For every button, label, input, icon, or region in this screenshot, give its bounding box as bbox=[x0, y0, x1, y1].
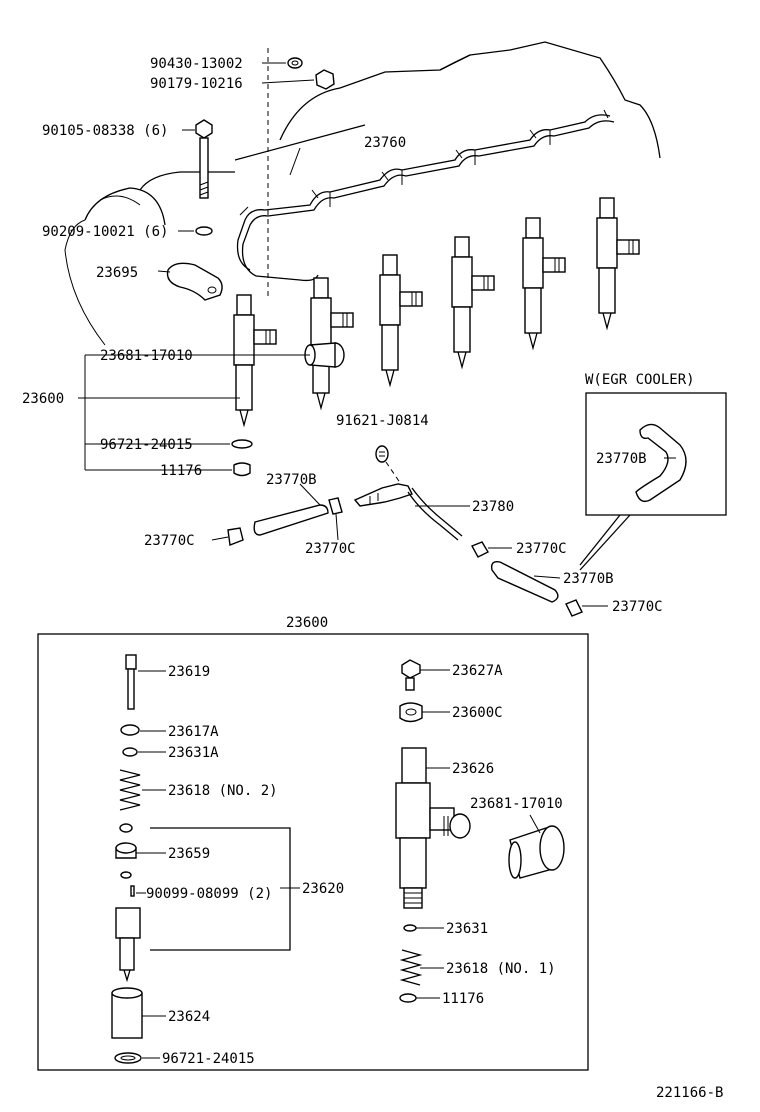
injector-holder-23681[interactable] bbox=[304, 342, 345, 368]
part-23659[interactable] bbox=[115, 823, 137, 879]
part-labels: 90430-13002 90179-10216 90105-08338 (6) … bbox=[22, 56, 723, 1101]
clamp-23695[interactable] bbox=[166, 262, 223, 301]
label-23620: 23620 bbox=[302, 881, 344, 897]
label-23600-box: 23600 bbox=[286, 615, 328, 631]
diagram-id: 221166-B bbox=[656, 1085, 723, 1101]
bolt-23627a[interactable] bbox=[401, 659, 421, 691]
label-23760: 23760 bbox=[364, 135, 406, 151]
label-23617a: 23617A bbox=[168, 724, 219, 740]
part-23631a[interactable] bbox=[122, 747, 138, 757]
washer-90430[interactable] bbox=[287, 57, 303, 69]
label-90430: 90430-13002 bbox=[150, 56, 243, 72]
gasket-11176-top[interactable] bbox=[233, 462, 251, 477]
label-11176-bot: 11176 bbox=[442, 991, 484, 1007]
label-96721-bot: 96721-24015 bbox=[162, 1051, 255, 1067]
nut-23624[interactable] bbox=[111, 987, 143, 1039]
hose-23770b-right[interactable] bbox=[490, 560, 559, 603]
label-23631: 23631 bbox=[446, 921, 488, 937]
label-23627a: 23627A bbox=[452, 663, 503, 679]
clip-23770c-right1[interactable] bbox=[471, 541, 489, 558]
label-23770b-b: 23770B bbox=[563, 571, 614, 587]
hose-23770b-left[interactable] bbox=[253, 504, 329, 536]
injector-6[interactable] bbox=[596, 197, 640, 331]
bolt-91621[interactable] bbox=[375, 445, 389, 463]
holder-body-23626[interactable] bbox=[395, 747, 471, 909]
label-23770c-d: 23770C bbox=[612, 599, 663, 615]
label-90099: 90099-08099 (2) bbox=[146, 886, 272, 902]
bracket-23620 bbox=[150, 827, 291, 951]
part-23631[interactable] bbox=[403, 924, 417, 932]
label-96721-top: 96721-24015 bbox=[100, 437, 193, 453]
label-23626: 23626 bbox=[452, 761, 494, 777]
label-egr-caption: W(EGR COOLER) bbox=[585, 372, 695, 388]
injector-3[interactable] bbox=[379, 254, 423, 388]
label-23624: 23624 bbox=[168, 1009, 210, 1025]
bolt-90105[interactable] bbox=[195, 119, 213, 199]
label-23695: 23695 bbox=[96, 265, 138, 281]
label-90209: 90209-10021 (6) bbox=[42, 224, 168, 240]
holder-23681-bot[interactable] bbox=[508, 825, 565, 879]
label-90105: 90105-08338 (6) bbox=[42, 123, 168, 139]
nut-90179[interactable] bbox=[315, 69, 335, 90]
label-23770c-b: 23770C bbox=[305, 541, 356, 557]
label-23780: 23780 bbox=[472, 499, 514, 515]
gasket-11176-bot[interactable] bbox=[399, 993, 417, 1003]
leakoff-pipe-23780[interactable] bbox=[353, 483, 463, 541]
label-23618-no2: 23618 (NO. 2) bbox=[168, 783, 278, 799]
label-23681-bot: 23681-17010 bbox=[470, 796, 563, 812]
assembly-box-23600 bbox=[37, 633, 589, 1071]
cylinder-head-outline bbox=[84, 41, 661, 226]
injector-4[interactable] bbox=[451, 236, 495, 370]
clip-23600c[interactable] bbox=[399, 702, 423, 723]
clip-23770c-right2[interactable] bbox=[565, 599, 583, 617]
pin-90099[interactable] bbox=[130, 885, 135, 897]
part-23619[interactable] bbox=[125, 654, 137, 710]
injector-1[interactable] bbox=[233, 294, 277, 428]
label-23631a: 23631A bbox=[168, 745, 219, 761]
washer-90209[interactable] bbox=[195, 226, 213, 236]
part-23617a[interactable] bbox=[120, 724, 140, 736]
label-23600c: 23600C bbox=[452, 705, 503, 721]
label-11176-top: 11176 bbox=[160, 463, 202, 479]
seal-ring-96721-bot[interactable] bbox=[114, 1052, 142, 1064]
label-23600-left: 23600 bbox=[22, 391, 64, 407]
clip-23770c-mid[interactable] bbox=[328, 497, 343, 515]
label-23770b-egr: 23770B bbox=[596, 451, 647, 467]
clip-23770c-left[interactable] bbox=[227, 527, 244, 546]
label-23618-no1: 23618 (NO. 1) bbox=[446, 961, 556, 977]
injection-pipe-23760[interactable] bbox=[236, 109, 615, 282]
label-90179: 90179-10216 bbox=[150, 76, 243, 92]
spring-23618-no2[interactable] bbox=[119, 769, 141, 811]
label-23659: 23659 bbox=[168, 846, 210, 862]
label-91621: 91621-J0814 bbox=[336, 413, 429, 429]
seal-ring-96721-top[interactable] bbox=[231, 439, 253, 449]
label-23619: 23619 bbox=[168, 664, 210, 680]
nozzle-23620[interactable] bbox=[115, 907, 141, 983]
egr-cooler-inset bbox=[579, 392, 727, 571]
leader-lines bbox=[64, 62, 676, 1059]
injector-5[interactable] bbox=[522, 217, 566, 351]
spring-23618-no1[interactable] bbox=[399, 949, 423, 986]
label-23770b-a: 23770B bbox=[266, 472, 317, 488]
label-23770c-a: 23770C bbox=[144, 533, 195, 549]
egr-hose-23770b bbox=[635, 423, 687, 503]
label-23681-top: 23681-17010 bbox=[100, 348, 193, 364]
label-23770c-c: 23770C bbox=[516, 541, 567, 557]
